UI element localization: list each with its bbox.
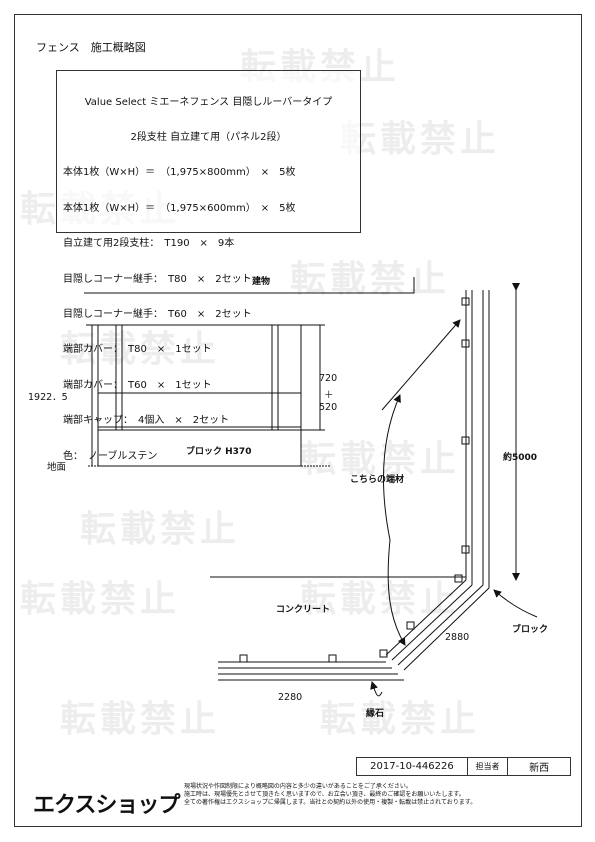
spec-line: 目隠しコーナー継手： T60 × 2セット bbox=[63, 308, 252, 320]
spec-line: 本体1枚（W×H）＝ （1,975×600mm） × 5枚 bbox=[63, 202, 296, 214]
approx-length-label: 約5000 bbox=[503, 453, 538, 463]
building-line bbox=[84, 277, 415, 294]
notice-line: 施工時は、現場優先とさせて頂きたく思いますので、お立会い頂き、最終のご確認をお願… bbox=[184, 791, 465, 798]
person-label: 担当者 bbox=[468, 758, 509, 775]
panel-upper-dim: 720 bbox=[319, 373, 338, 384]
brand-logo: エクスショップ bbox=[33, 792, 180, 817]
notice-line: 現場状況や作図制限により概略図の内容と多少の違いがあることをご了承ください。 bbox=[184, 783, 412, 790]
spec-line: 色： ノーブルステン bbox=[63, 450, 158, 462]
building-label: 建物 bbox=[252, 277, 271, 287]
doc-number: 2017-10-446226 bbox=[357, 758, 468, 775]
fence-elevation bbox=[97, 324, 302, 431]
panel-plus-sign: ＋ bbox=[324, 390, 334, 401]
spec-line: 本体1枚（W×H）＝ （1,975×800mm） × 5枚 bbox=[63, 167, 296, 179]
block-plan-label: ブロック bbox=[512, 625, 549, 635]
curb-label: 縁石 bbox=[366, 709, 385, 719]
spec-line: 端部キャップ： 4個入 × 2セット bbox=[63, 415, 230, 427]
notice-line: 全ての著作権はエクスショップに帰属します。当社との契約以外の使用・複製・転載は禁… bbox=[184, 799, 477, 806]
block-label: ブロック H370 bbox=[186, 447, 252, 457]
spec-line: 端部カバー： T60 × 1セット bbox=[63, 379, 212, 391]
bottom-dim: 2280 bbox=[278, 692, 303, 703]
ground-label: 地面 bbox=[47, 462, 67, 473]
sheet-frame bbox=[14, 14, 582, 827]
page-title: フェンス 施工概略図 bbox=[36, 41, 146, 54]
person-name: 新西 bbox=[529, 763, 550, 774]
panel-lower-dim: 520 bbox=[319, 402, 338, 413]
title-block: 2017-10-446226 担当者 新西 bbox=[356, 757, 571, 776]
spec-line: Value Select ミエーネフェンス 目隠しルーバータイプ bbox=[84, 96, 333, 108]
spec-line: 自立建て用2段支柱： T190 × 9本 bbox=[63, 238, 235, 250]
footer-notice: 現場状況や作図制限により概略図の内容と多少の違いがあることをご了承ください。 施… bbox=[184, 783, 564, 807]
spec-line: 目隠しコーナー継手： T80 × 2セット bbox=[63, 273, 252, 285]
concrete-label: コンクリート bbox=[276, 605, 331, 615]
spec-line: 2段支柱 自立建て用（パネル2段） bbox=[130, 131, 287, 143]
diagonal-dim: 2880 bbox=[445, 632, 470, 643]
spec-line: 端部カバー： T80 × 1セット bbox=[63, 344, 212, 356]
end-piece-label: こちらの端材 bbox=[350, 475, 405, 485]
height-total-dim: 1922．5 bbox=[28, 392, 68, 403]
spec-box: Value Select ミエーネフェンス 目隠しルーバータイプ 2段支柱 自立… bbox=[56, 70, 361, 462]
